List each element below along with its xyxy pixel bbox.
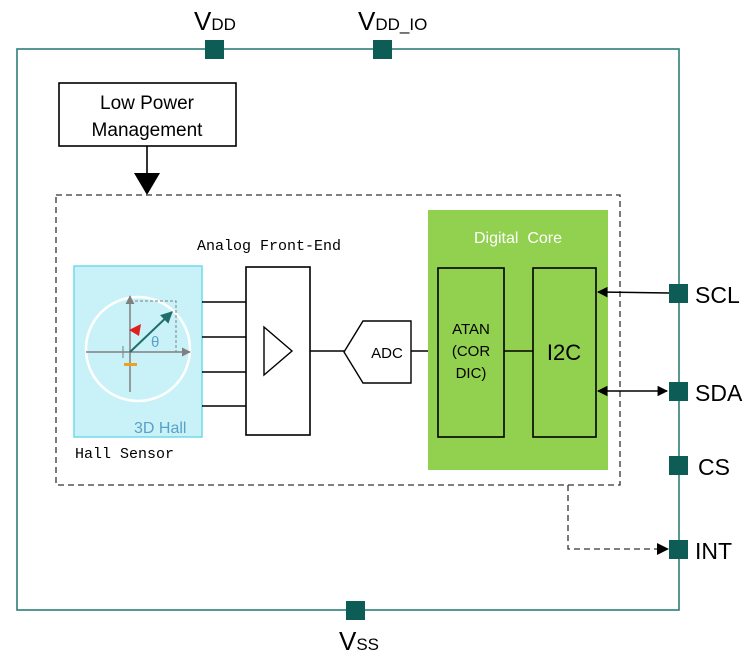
hall-inner-label: 3D Hall xyxy=(134,420,186,437)
int-label: INT xyxy=(695,538,732,564)
sda-pin xyxy=(669,382,688,401)
orange-marker xyxy=(124,363,137,366)
scl-pin xyxy=(669,284,688,303)
vdd-pin xyxy=(205,40,224,59)
int-pin xyxy=(669,540,688,559)
hall-projection-box xyxy=(129,300,177,353)
adc-label: ADC xyxy=(371,345,403,362)
atan-label-line3: DIC) xyxy=(456,365,487,382)
vdd-label: VDD xyxy=(194,6,236,36)
theta-label: θ xyxy=(151,334,159,351)
scl-label: SCL xyxy=(695,282,740,308)
afe-label: Analog Front-End xyxy=(197,238,341,255)
cs-label: CS xyxy=(698,454,730,480)
low-power-line1: Low Power xyxy=(100,93,195,114)
int-arrow-head xyxy=(657,543,669,555)
sda-label: SDA xyxy=(695,380,743,406)
atan-cordic-block xyxy=(437,267,505,438)
low-power-arrow-head xyxy=(134,173,160,195)
vdd-io-label: VDD_IO xyxy=(358,6,427,36)
atan-label-line2: (COR xyxy=(452,343,490,360)
digital-core-label: Digital Core xyxy=(474,230,562,247)
cs-pin xyxy=(669,456,688,475)
sensor-subsystem-boundary xyxy=(55,194,621,486)
analog-front-end-block xyxy=(245,266,311,436)
hall-sensor-label: Hall Sensor xyxy=(75,446,174,463)
int-connection xyxy=(567,485,661,550)
scl-connection xyxy=(596,286,670,298)
vdd-io-pin xyxy=(373,40,392,59)
low-power-line2: Management xyxy=(92,120,204,141)
i2c-block xyxy=(532,267,597,438)
amplifier-icon xyxy=(263,325,294,377)
vss-label: VSS xyxy=(339,626,379,656)
hall-field-vector xyxy=(129,311,173,353)
atan-label-line1: ATAN xyxy=(452,321,490,338)
i2c-label: I2C xyxy=(547,340,581,365)
vss-pin xyxy=(346,601,365,620)
adc-block xyxy=(343,320,412,384)
red-marker xyxy=(129,324,141,336)
